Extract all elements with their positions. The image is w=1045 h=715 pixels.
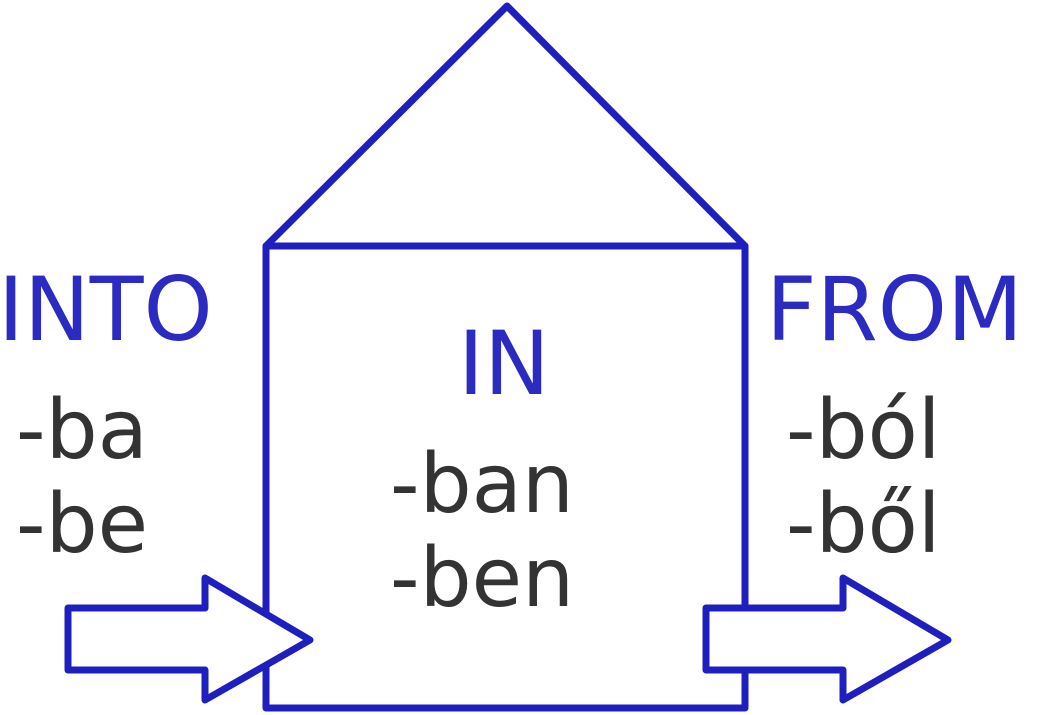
in-suffix-ben: -ben — [390, 531, 575, 626]
in-suffix-ban: -ban — [390, 437, 574, 532]
from-heading: FROM — [766, 258, 1023, 361]
into-heading: INTO — [0, 258, 213, 361]
arrow-into-icon — [64, 574, 314, 704]
into-suffix-be: -be — [16, 477, 149, 572]
from-suffix-bol-long: -ből — [786, 477, 941, 572]
arrow-from-icon — [702, 574, 952, 704]
from-suffix-bol: -ból — [786, 383, 941, 478]
into-suffix-ba: -ba — [16, 383, 148, 478]
house-roof — [262, 2, 749, 250]
in-heading: IN — [458, 312, 550, 415]
house-walls — [262, 242, 749, 712]
